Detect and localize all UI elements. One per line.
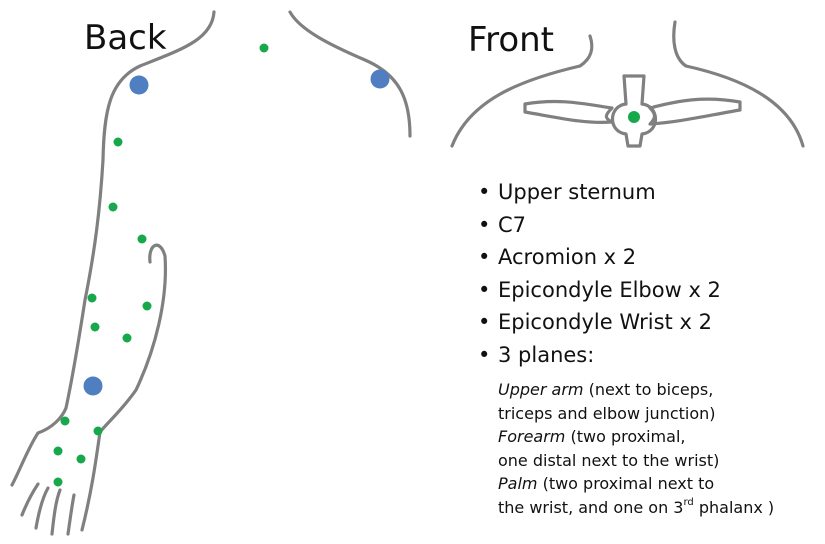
list-item: Epicondyle Elbow x 2 <box>478 274 721 307</box>
marker-forearm-3 <box>91 323 100 332</box>
clavicle-right-outline <box>650 99 740 124</box>
marker-upper-arm-2 <box>109 203 118 212</box>
upper-arm-desc: (next to biceps, <box>584 380 714 399</box>
marker-forearm-4 <box>123 334 132 343</box>
palm-line-2: the wrist, and one on 3rd phalanx ) <box>498 496 774 520</box>
marker-palm-2 <box>94 427 103 436</box>
list-item: 3 planes: <box>478 339 721 372</box>
front-label: Front <box>468 20 554 60</box>
palm-name: Palm <box>498 474 537 493</box>
marker-list: Upper sternum C7 Acromion x 2 Epicondyle… <box>478 176 721 371</box>
marker-phalanx <box>54 478 63 487</box>
marker-forearm-1 <box>88 294 97 303</box>
marker-wrist-epicondyle <box>84 377 103 396</box>
upper-arm-line-2: triceps and elbow junction) <box>498 402 774 426</box>
forearm-line-1: Forearm (two proximal, <box>498 425 774 449</box>
list-item: C7 <box>478 209 721 242</box>
forearm-desc: (two proximal, <box>565 427 685 446</box>
front-shoulder-right-outline <box>686 66 803 146</box>
upper-arm-name: Upper arm <box>498 380 584 399</box>
list-item: Epicondyle Wrist x 2 <box>478 306 721 339</box>
marker-upper-arm-1 <box>114 138 123 147</box>
palm-desc-2-sup: rd <box>683 497 693 508</box>
planes-description: Upper arm (next to biceps, triceps and e… <box>498 378 774 519</box>
palm-desc-2-post: phalanx ) <box>694 498 774 517</box>
forearm-line-2: one distal next to the wrist) <box>498 449 774 473</box>
clavicle-left-outline <box>525 101 612 122</box>
marker-palm-1 <box>61 417 70 426</box>
back-shoulder-right-outline <box>290 12 410 136</box>
marker-palm-3 <box>54 447 63 456</box>
front-neck-left-outline <box>580 36 592 66</box>
marker-c7 <box>260 44 269 53</box>
marker-forearm-2 <box>143 302 152 311</box>
marker-upper-sternum <box>628 111 640 123</box>
marker-upper-arm-3 <box>138 235 147 244</box>
list-item: Acromion x 2 <box>478 241 721 274</box>
palm-line-1: Palm (two proximal next to <box>498 472 774 496</box>
forearm-name: Forearm <box>498 427 565 446</box>
back-arm-inner-outline <box>100 245 165 432</box>
front-neck-right-outline <box>674 22 686 66</box>
marker-acromion-back <box>130 76 149 95</box>
marker-palm-4 <box>77 455 86 464</box>
front-shoulder-left-outline <box>452 66 580 146</box>
back-label: Back <box>84 18 167 58</box>
palm-desc-2-pre: the wrist, and one on 3 <box>498 498 683 517</box>
upper-arm-line-1: Upper arm (next to biceps, <box>498 378 774 402</box>
palm-desc: (two proximal next to <box>537 474 714 493</box>
marker-acromion-back-right <box>371 70 390 89</box>
list-item: Upper sternum <box>478 176 721 209</box>
